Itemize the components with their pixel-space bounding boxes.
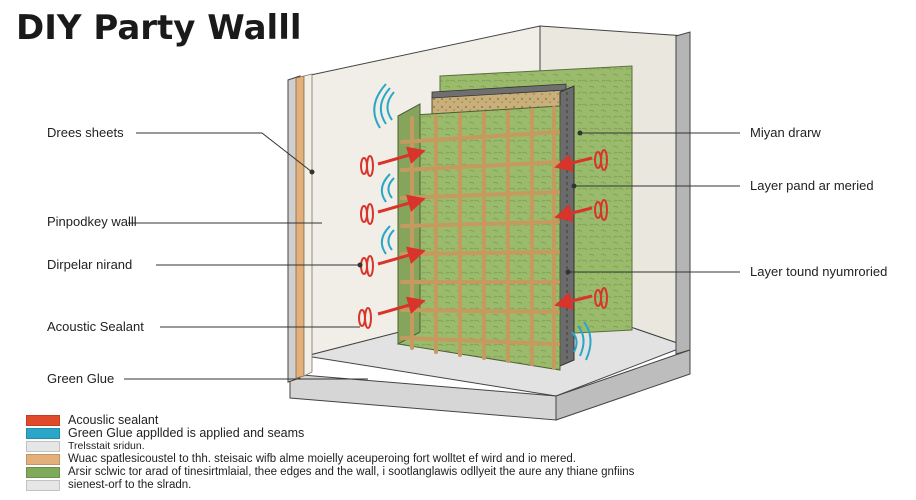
legend-text: Acouslic sealant: [68, 413, 159, 427]
legend-item: Green Glue appllded is applied and seams: [26, 427, 304, 439]
legend-text: Arsir sclwic tor arad of tinesirtmlaial,…: [68, 466, 635, 478]
leader-lines-right: [565, 130, 740, 275]
sound-source-icons-right: [594, 149, 608, 309]
legend-text: Trelsstait sridun.: [68, 440, 145, 452]
legend-text: Green Glue appllded is applied and seams: [68, 426, 305, 440]
legend-swatch-grey: [26, 479, 60, 491]
existing-wall-layers: [287, 73, 313, 383]
label-green-glue: Green Glue: [47, 371, 115, 386]
legend-text: Wuac spatlesicoustel to thh. steisaic wi…: [68, 453, 576, 465]
label-pinpodkey-wall: Pinpodkey walll: [47, 214, 137, 229]
legend-swatch-grey: [26, 440, 60, 452]
sound-wave-icons: [373, 83, 592, 361]
legend-swatch-tan: [26, 453, 60, 465]
leader-lines-left: [124, 132, 368, 380]
legend-item: Arsir sclwic tor arad of tinesirtmlaial,…: [26, 466, 634, 478]
diagram-title: DIY Party Walll: [16, 8, 302, 48]
timber-stud-grid: [400, 106, 560, 370]
label-dirpelar-nirand: Dirpelar nirand: [47, 257, 133, 272]
legend-item: sienest-orf to the slradn.: [26, 479, 191, 491]
label-layer-pand: Layer pand ar meried: [750, 178, 874, 193]
sound-source-icons-left: [358, 155, 374, 329]
legend-swatch-red: [26, 414, 60, 426]
sound-arrows-left: [377, 146, 426, 316]
legend-swatch-blue: [26, 427, 60, 439]
legend-item: Wuac spatlesicoustel to thh. steisaic wi…: [26, 453, 576, 465]
insulation-panel-front: [397, 103, 561, 371]
legend-item: Acouslic sealant: [26, 414, 158, 426]
label-miyan-drarw: Miyan drarw: [750, 125, 821, 140]
label-acoustic-sealant: Acoustic Sealant: [47, 319, 144, 334]
label-layer-tound: Layer tound nyumroried: [750, 264, 888, 279]
legend-item: Trelsstait sridun.: [26, 440, 145, 452]
membrane-rail: [559, 85, 575, 367]
label-drees-sheets: Drees sheets: [47, 125, 124, 140]
legend-swatch-green: [26, 466, 60, 478]
legend-text: sienest-orf to the slradn.: [68, 479, 192, 491]
sound-arrows-right: [554, 154, 593, 310]
